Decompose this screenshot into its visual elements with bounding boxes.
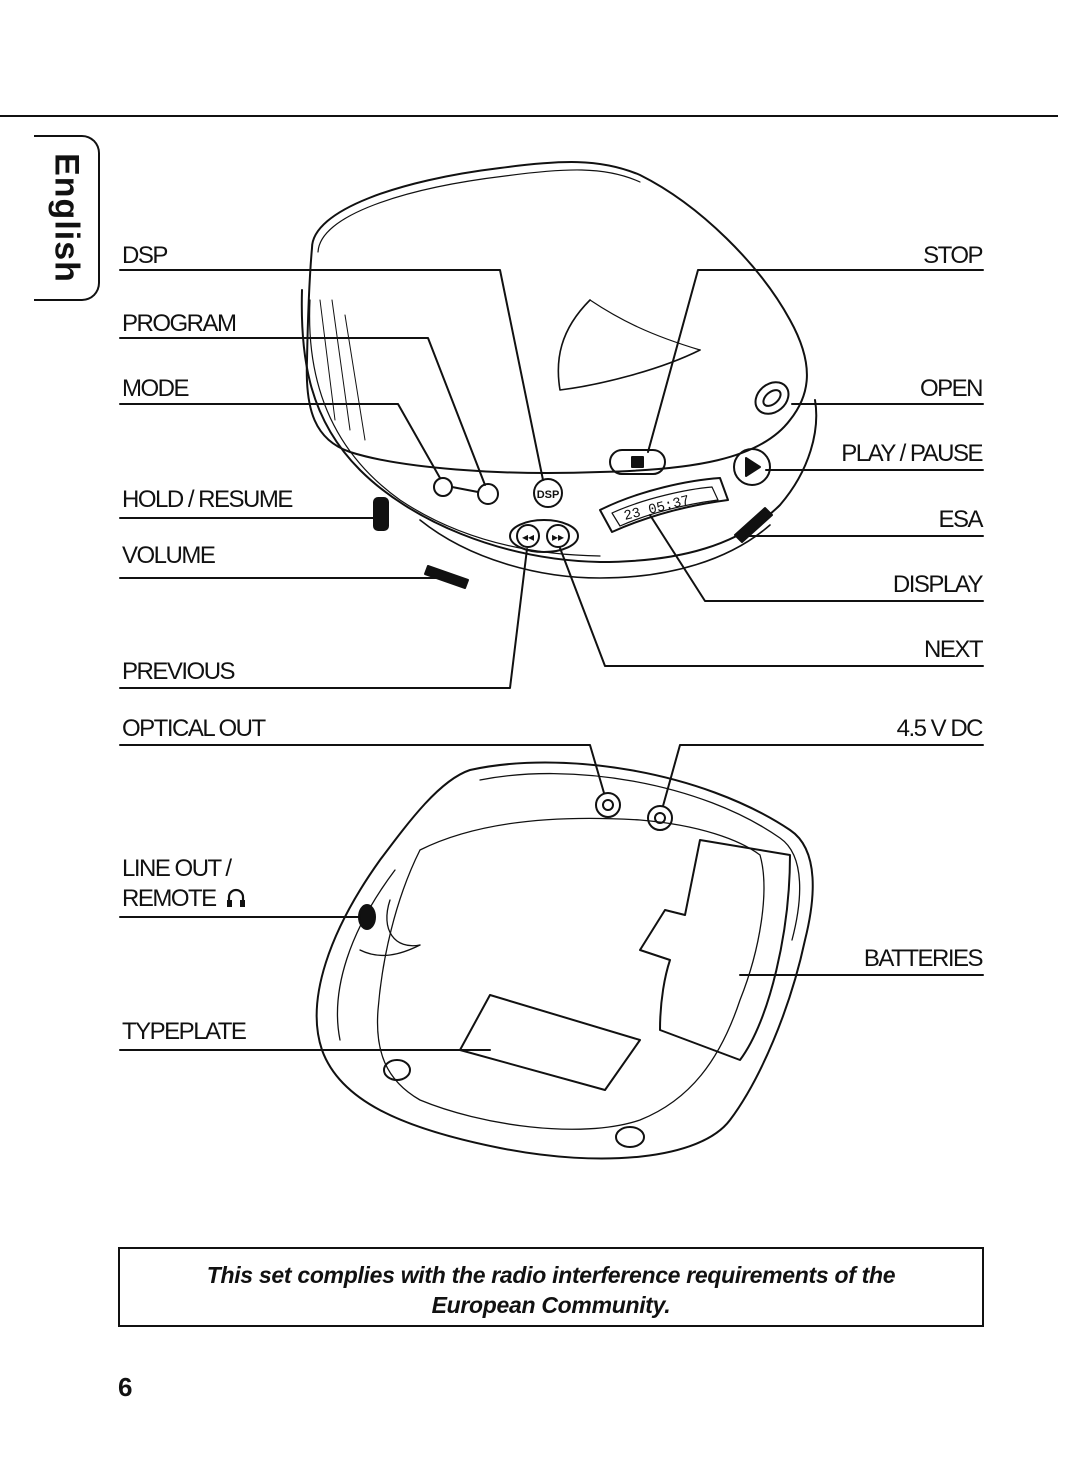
language-tab: English bbox=[34, 135, 100, 301]
player-top-view: DSP ◂◂ ▸▸ 23 05:37 bbox=[300, 161, 818, 589]
label-volume: VOLUME bbox=[122, 542, 216, 569]
label-stop: STOP bbox=[923, 242, 983, 269]
bottom-outline bbox=[315, 761, 814, 1160]
label-typeplate: TYPEPLATE bbox=[122, 1018, 247, 1045]
label-mode: MODE bbox=[122, 375, 190, 402]
notice-line-1: This set complies with the radio interfe… bbox=[206, 1262, 896, 1288]
label-dc-in: 4.5 V DC bbox=[896, 715, 984, 742]
leader-lines bbox=[119, 269, 984, 1051]
top-rule bbox=[0, 115, 1058, 117]
label-program: PROGRAM bbox=[122, 310, 237, 337]
typeplate-plate bbox=[459, 994, 641, 1091]
program-button bbox=[477, 483, 499, 505]
svg-text:◂◂: ◂◂ bbox=[522, 530, 534, 544]
label-optical-out: OPTICAL OUT bbox=[122, 715, 266, 742]
label-remote: REMOTE bbox=[122, 885, 217, 912]
label-esa: ESA bbox=[938, 506, 983, 533]
label-remote-row: REMOTE bbox=[122, 887, 247, 911]
page-number: 6 bbox=[118, 1372, 133, 1402]
label-previous: PREVIOUS bbox=[122, 658, 236, 685]
label-next: NEXT bbox=[923, 636, 984, 663]
stop-button bbox=[609, 449, 666, 475]
label-display: DISPLAY bbox=[892, 571, 984, 598]
svg-text:▸▸: ▸▸ bbox=[552, 530, 564, 544]
label-hold-resume: HOLD / RESUME bbox=[122, 486, 293, 513]
notice-line-2: European Community. bbox=[431, 1292, 671, 1318]
headphones-icon bbox=[226, 888, 245, 907]
label-batteries: BATTERIES bbox=[863, 945, 984, 972]
compliance-notice: This set complies with the radio interfe… bbox=[118, 1247, 984, 1327]
open-switch bbox=[754, 381, 790, 415]
optical-socket bbox=[595, 792, 621, 818]
player-lid bbox=[305, 161, 808, 475]
dc-socket bbox=[647, 805, 673, 831]
lineout-socket bbox=[358, 904, 376, 930]
label-open: OPEN bbox=[919, 375, 984, 402]
play-button bbox=[733, 448, 771, 486]
label-dsp: DSP bbox=[122, 242, 168, 269]
svg-text:DSP: DSP bbox=[537, 489, 560, 501]
label-line-out: LINE OUT / bbox=[122, 855, 232, 882]
mode-button bbox=[433, 477, 453, 497]
player-bottom-view bbox=[315, 761, 814, 1160]
dsp-button: DSP bbox=[533, 478, 563, 508]
prev-next-buttons: ◂◂ ▸▸ bbox=[509, 519, 579, 553]
lcd-display: 23 05:37 bbox=[599, 477, 729, 533]
label-play-pause: PLAY / PAUSE bbox=[841, 440, 983, 467]
